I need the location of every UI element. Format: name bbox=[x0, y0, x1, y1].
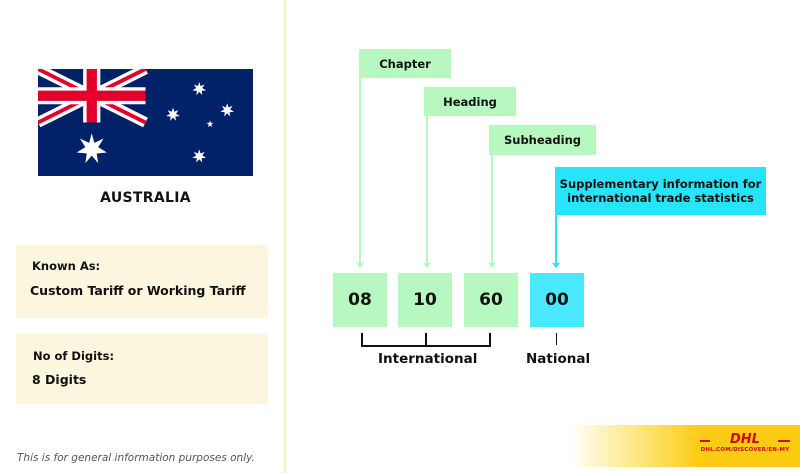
digits-label: No of Digits: bbox=[33, 349, 115, 363]
bracket-right bbox=[489, 333, 491, 347]
known-as-panel: Known As: Custom Tariff or Working Tarif… bbox=[16, 245, 268, 318]
arrow-down-icon bbox=[356, 263, 364, 268]
supplementary-connector bbox=[555, 200, 557, 264]
australia-flag-icon bbox=[38, 69, 253, 176]
arrow-down-icon bbox=[488, 263, 496, 268]
supplementary-label: Supplementary information for internatio… bbox=[555, 167, 766, 215]
digits-panel: No of Digits: 8 Digits bbox=[16, 334, 268, 404]
panel-divider bbox=[284, 0, 286, 473]
dhl-banner bbox=[575, 425, 800, 467]
national-tick bbox=[556, 333, 557, 345]
arrow-down-icon bbox=[552, 263, 560, 268]
digit-box-heading: 10 bbox=[398, 273, 452, 327]
bracket-mid bbox=[425, 333, 427, 347]
heading-connector bbox=[426, 116, 428, 264]
chapter-label: Chapter bbox=[359, 49, 451, 78]
digits-value: 8 Digits bbox=[32, 372, 87, 387]
subheading-label: Subheading bbox=[489, 125, 596, 155]
supplementary-line-2: international trade statistics bbox=[567, 191, 754, 205]
national-label: National bbox=[526, 351, 591, 367]
known-as-label: Known As: bbox=[32, 259, 101, 273]
svg-text:DHL: DHL bbox=[730, 432, 760, 445]
subheading-connector bbox=[491, 155, 493, 264]
known-as-value: Custom Tariff or Working Tariff bbox=[30, 283, 246, 298]
bracket-bar bbox=[361, 345, 491, 347]
digit-box-national: 00 bbox=[530, 273, 584, 327]
supplementary-line-1: Supplementary information for bbox=[559, 177, 762, 191]
heading-label: Heading bbox=[424, 87, 516, 116]
chapter-connector bbox=[359, 78, 361, 264]
digit-box-chapter: 08 bbox=[333, 273, 387, 327]
country-name: AUSTRALIA bbox=[100, 190, 191, 206]
disclaimer-text: This is for general information purposes… bbox=[17, 452, 255, 464]
international-label: International bbox=[378, 351, 478, 367]
dhl-url[interactable]: DHL.COM/DISCOVER/EN-MY bbox=[700, 447, 790, 453]
dhl-logo-icon: DHL bbox=[700, 432, 790, 445]
bracket-left bbox=[361, 333, 363, 347]
digit-box-subheading: 60 bbox=[464, 273, 518, 327]
arrow-down-icon bbox=[423, 263, 431, 268]
